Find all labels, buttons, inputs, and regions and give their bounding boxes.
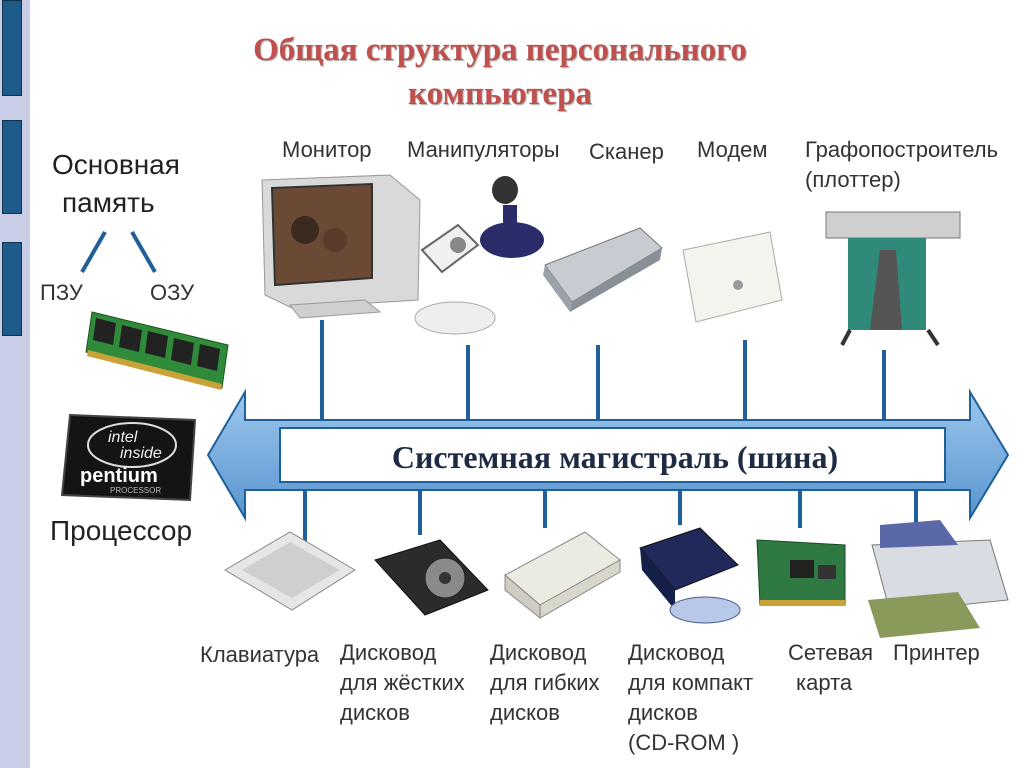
cdrom-image	[639, 527, 741, 624]
plotter-image	[825, 211, 961, 347]
chip-text-intel: intel	[108, 429, 138, 446]
manipulators-label: Манипуляторы	[407, 137, 560, 162]
network-card-label-line-1: Сетевая	[788, 640, 874, 665]
hdd-label-line-1: Дисковод	[340, 640, 437, 665]
cdrom-label-line-4: (CD-ROM )	[628, 730, 740, 755]
manipulators-image	[414, 176, 544, 335]
cdrom-label-line-1: Дисковод	[628, 640, 725, 665]
title-line-1: Общая структура персонального	[253, 32, 747, 68]
processor-label: Процессор	[50, 515, 193, 546]
modem-label: Модем	[697, 137, 768, 162]
monitor-label: Монитор	[282, 137, 372, 162]
hdd-label-line-3: дисков	[340, 700, 410, 725]
memory-branch-rom	[80, 231, 107, 273]
fdd-label-line-1: Дисковод	[490, 640, 587, 665]
title-line-2: компьютера	[408, 76, 592, 112]
fdd-label-line-3: дисков	[490, 700, 560, 725]
hdd-label-line-2: для жёстких	[340, 670, 465, 695]
left-bar-tab	[2, 242, 22, 336]
hdd-image	[374, 539, 489, 616]
modem-image	[682, 231, 783, 323]
printer-label: Принтер	[893, 640, 980, 665]
slide-title: Общая структура персонального компьютера	[200, 28, 800, 116]
cdrom-label-line-3: дисков	[628, 700, 698, 725]
plotter-label-line-1: Графопостроитель	[805, 137, 999, 162]
slide-left-bar	[0, 0, 30, 768]
chip-text-processor: PROCESSOR	[110, 486, 161, 495]
scanner-image	[543, 227, 663, 312]
left-bar-tab	[2, 0, 22, 96]
rom-label: ПЗУ	[40, 280, 83, 305]
network-card-image	[756, 539, 846, 606]
monitor-image	[261, 174, 421, 319]
memory-label-line-2: память	[62, 187, 155, 218]
network-card-label-line-2: карта	[796, 670, 853, 695]
ram-label: ОЗУ	[150, 280, 195, 305]
bus-label: Системная магистраль (шина)	[391, 439, 839, 475]
scanner-label: Сканер	[589, 139, 664, 164]
chip-text-pentium: pentium	[80, 465, 158, 487]
chip-text-inside: inside	[120, 445, 162, 462]
memory-label-line-1: Основная	[52, 149, 180, 180]
ram-module-image	[85, 311, 229, 390]
cdrom-label-line-2: для компакт	[628, 670, 754, 695]
keyboard-label: Клавиатура	[200, 642, 320, 667]
fdd-image	[504, 531, 621, 620]
bottom-connectors	[303, 490, 918, 545]
system-bus	[206, 388, 1010, 522]
printer-image	[868, 520, 1009, 638]
plotter-label-line-2: (плоттер)	[805, 167, 901, 192]
bus-inner-band	[279, 427, 946, 483]
processor-chip-image: intel inside pentium PROCESSOR	[60, 413, 197, 502]
left-bar-tab	[2, 120, 22, 214]
fdd-label-line-2: для гибких	[490, 670, 600, 695]
memory-branch-ram	[130, 231, 157, 273]
keyboard-image	[224, 531, 356, 611]
top-connectors	[320, 320, 886, 420]
